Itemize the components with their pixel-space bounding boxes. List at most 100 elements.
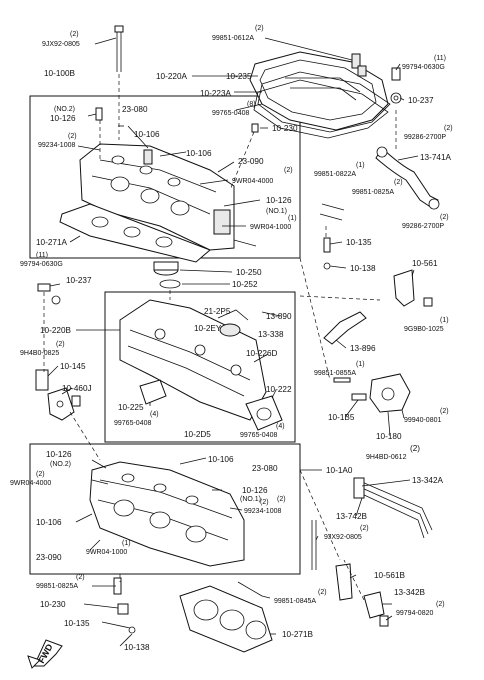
callout-label-l83: 10-126 <box>242 486 268 495</box>
rocker-cover-gasket-2 <box>253 79 389 139</box>
callout-label-l89: 10-106 <box>36 518 62 527</box>
callout-label-l98: 10-230 <box>40 600 66 609</box>
callout-label-l43: 10-250 <box>236 268 262 277</box>
callout-label-l51: 13-338 <box>258 330 284 339</box>
bolt-illustration-2 <box>321 203 345 211</box>
plug-illustration <box>251 123 259 133</box>
callout-label-l05: 99851-0612A <box>212 35 254 42</box>
pcv-hose-illustration <box>323 311 367 345</box>
callout-label-l62: 10-222 <box>266 385 292 394</box>
callout-label-l45: 10-561 <box>412 259 438 268</box>
callout-label-l81: 9WR04-4000 <box>10 480 51 487</box>
callout-label-l25: 13-741A <box>420 153 451 162</box>
bracket-illustration <box>393 269 433 307</box>
callout-label-l77: 10-106 <box>208 455 234 464</box>
callout-label-l65: (4) <box>150 411 159 418</box>
callout-label-l91: 9JX92-0805 <box>324 534 362 541</box>
bolt-illustration-6 <box>379 615 389 627</box>
callout-label-l11: 10-223A <box>200 89 231 98</box>
callout-label-l69: 10-2D5 <box>184 430 211 439</box>
callout-label-l30: (2) <box>394 179 403 186</box>
breather-hose-illustration <box>375 146 440 210</box>
callout-label-l70: (4) <box>276 423 285 430</box>
callout-label-l66: 99765-0408 <box>114 420 151 427</box>
callout-label-l94: 23-090 <box>36 553 62 562</box>
callout-label-l86: (2) <box>260 499 269 506</box>
forward-arrow-icon <box>27 639 63 669</box>
callout-label-l18: (2) <box>68 133 77 140</box>
callout-label-l55: 9G9B0-1025 <box>404 326 444 333</box>
leader-lines <box>47 37 419 647</box>
callout-label-l07: 99794-0630G <box>402 64 445 71</box>
callout-label-l33: (NO.1) <box>266 208 287 215</box>
callout-label-l79: 10-1A0 <box>326 466 353 475</box>
callout-label-l60: 99851-0855A <box>314 370 356 377</box>
callout-label-l34: (1) <box>288 215 297 222</box>
callout-label-l74: 9H4BD-0612 <box>366 454 407 461</box>
callout-label-l63: 10-225 <box>118 403 144 412</box>
oil-filler-cap-illustration <box>153 261 181 289</box>
callout-label-l100: 99851-0845A <box>274 598 316 605</box>
callout-label-l19: 99234-1008 <box>38 142 75 149</box>
callout-label-l87: 99234-1008 <box>244 508 281 515</box>
callout-label-l68: 99940-0801 <box>404 417 441 424</box>
callout-label-l15: 10-126 <box>50 114 76 123</box>
gasket-ring-illustration <box>256 407 272 421</box>
callout-label-l10: 10-237 <box>408 96 434 105</box>
callout-label-l76: (NO.2) <box>50 461 71 468</box>
rocker-cover-illustration <box>249 51 389 131</box>
callout-label-l31: 99851-0825A <box>352 189 394 196</box>
callout-label-l52: (2) <box>56 341 65 348</box>
callout-label-l54: (1) <box>440 317 449 324</box>
callout-label-l82: 13-342A <box>412 476 443 485</box>
callout-label-l27: 9WR04-4000 <box>232 178 273 185</box>
callout-label-l57: 13-896 <box>350 344 376 353</box>
callout-label-l38: 10-271A <box>36 238 67 247</box>
callout-label-l50: 10-2EY <box>194 324 222 333</box>
cylinder-head-gasket-a <box>59 203 211 263</box>
callout-label-l24: 23-090 <box>238 157 264 166</box>
callout-label-l06: (11) <box>434 55 446 62</box>
bolt-illustration-3 <box>319 213 343 221</box>
callout-label-l08: 10-220A <box>156 72 187 81</box>
lower-cylinder-head-illustration <box>89 461 245 567</box>
callout-label-l37: 99286-2700P <box>402 223 444 230</box>
callout-label-l49: 10-220B <box>40 326 71 335</box>
callout-label-l46: 10-252 <box>232 280 258 289</box>
callout-label-l16: 23-080 <box>122 105 148 114</box>
callout-label-l104: 10-135 <box>64 619 90 628</box>
rocker-cover-gasket-1 <box>257 71 391 133</box>
callout-label-l47: 21-2P5 <box>204 307 231 316</box>
lower-cylinder-head-box <box>29 443 301 575</box>
callout-label-l103: 99794-0820 <box>396 610 433 617</box>
callout-label-l48: 13-890 <box>266 312 292 321</box>
callout-label-l64: 10-1B5 <box>328 413 355 422</box>
callout-label-l39: 10-135 <box>346 238 372 247</box>
intake-cover-box <box>104 291 296 443</box>
bracket-illustration-2 <box>335 563 353 601</box>
callout-label-l95: (2) <box>76 574 85 581</box>
callout-label-l23: 10-106 <box>186 149 212 158</box>
callout-label-l90: (2) <box>360 525 369 532</box>
callout-label-l73: (2) <box>410 444 420 453</box>
callout-label-l20: 10-230 <box>272 124 298 133</box>
callout-label-l56: 10-226D <box>246 349 277 358</box>
bolt-illustration-5 <box>37 283 51 292</box>
callout-label-l101: 13-342B <box>394 588 425 597</box>
callout-label-l02: 9JX92-0805 <box>42 41 80 48</box>
callout-label-l26: (2) <box>284 167 293 174</box>
callout-label-l40: (11) <box>36 252 48 259</box>
callout-label-l28: (1) <box>356 162 365 169</box>
callout-label-l88: 13-742B <box>336 512 367 521</box>
callout-label-l96: 99851-0825A <box>36 583 78 590</box>
dashed-guide-lines <box>43 74 397 601</box>
callout-label-l42: 10-138 <box>350 264 376 273</box>
callout-label-l53: 9H4B0-0825 <box>20 350 59 357</box>
callout-label-l21: (2) <box>444 125 453 132</box>
callout-label-l61: 10-460J <box>62 384 92 393</box>
callout-label-l04: (2) <box>255 25 264 32</box>
callout-label-l84: (NO.1) <box>240 496 261 503</box>
callout-label-l03: 10-100B <box>44 69 75 78</box>
washer-illustration-2 <box>51 295 61 305</box>
callout-label-l85: (2) <box>277 496 286 503</box>
